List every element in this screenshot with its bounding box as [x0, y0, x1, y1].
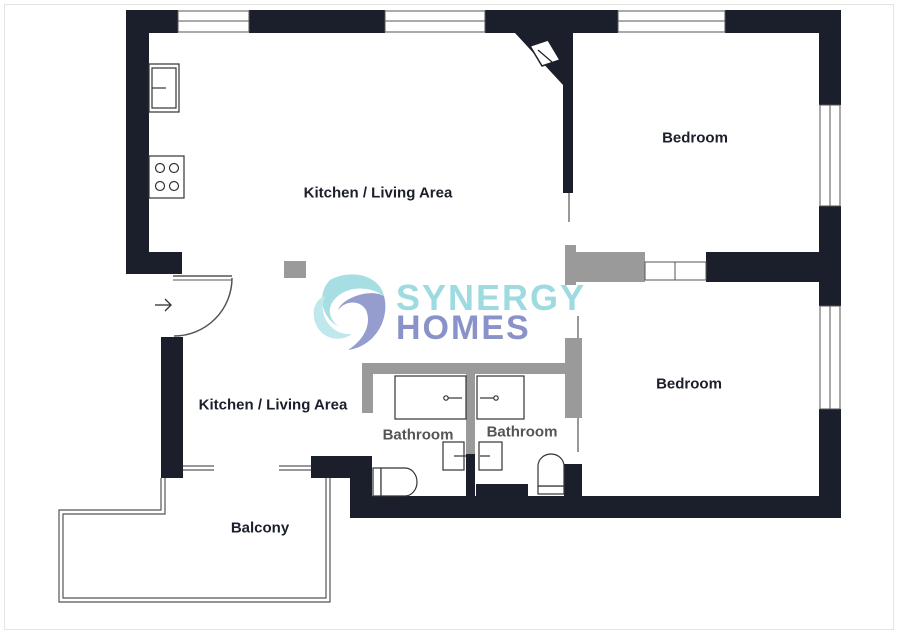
room-label-bedroom-1: Bedroom [662, 129, 728, 147]
room-label-bathroom-2: Bathroom [486, 423, 558, 441]
room-label-bedroom-2: Bedroom [656, 375, 722, 393]
entrance-door [173, 275, 233, 337]
bedroom-door [644, 261, 707, 281]
fireplace [528, 39, 562, 67]
partition-walls [284, 245, 645, 454]
room-label-balcony: Balcony [230, 519, 290, 537]
room-label-kitchen-living-1: Kitchen / Living Area [303, 184, 453, 202]
room-label-bathroom-1: Bathroom [382, 426, 454, 444]
sink-icon [148, 63, 180, 113]
windows [177, 10, 841, 410]
watermark-line-1: SYNERGY [396, 277, 587, 318]
room-label-kitchen-living-2: Kitchen / Living Area [198, 396, 348, 414]
hob-icon [148, 155, 185, 199]
sink-icon [442, 441, 503, 471]
window-panes [178, 20, 831, 409]
balcony-outline [58, 478, 331, 603]
toilet-icon [372, 453, 565, 497]
bathtub [394, 375, 525, 420]
page-border [4, 4, 894, 630]
exterior-walls [126, 10, 841, 518]
entrance-arrow-icon [155, 298, 172, 312]
synergy-logo-mark [313, 274, 386, 350]
watermark-line-2: HOMES [396, 309, 531, 347]
door-jambs [183, 193, 579, 471]
